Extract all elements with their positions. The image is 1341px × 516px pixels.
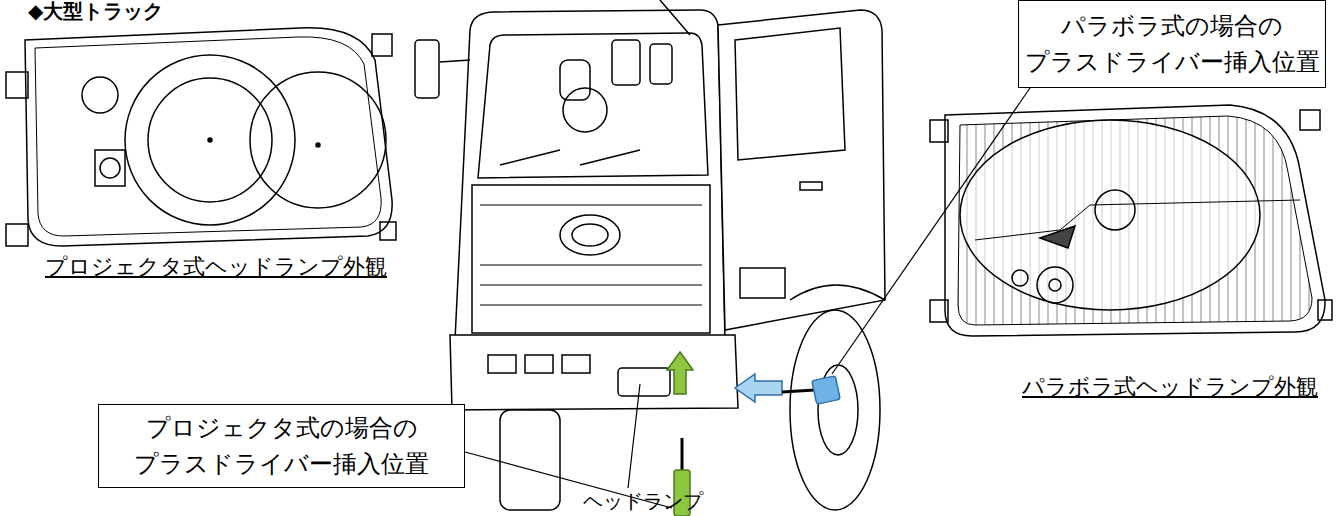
leader-line <box>628 384 640 488</box>
bulb <box>1049 279 1061 291</box>
projector-headlamp <box>6 28 396 246</box>
lens-center <box>208 138 212 142</box>
callout-box: パラボラ式の場合の プラスドライバー挿入位置 <box>1018 0 1326 88</box>
mounting-tab <box>372 34 392 56</box>
callout-box: プロジェクタ式の場合の プラスドライバー挿入位置 <box>98 404 465 488</box>
mounting-tab <box>930 120 948 142</box>
grille <box>472 185 710 333</box>
bumper <box>450 335 738 410</box>
cutoff-line <box>975 200 1300 240</box>
lamp-housing-inner <box>35 37 381 236</box>
lamp-housing <box>25 28 392 246</box>
bulb <box>1095 190 1135 230</box>
high-beam <box>250 72 386 208</box>
projector-lens <box>125 55 295 225</box>
blue-arrow <box>735 374 840 404</box>
seat <box>560 60 590 100</box>
mounting-tab <box>1300 110 1320 130</box>
mounting-tab <box>930 300 948 322</box>
grille-slats <box>480 205 702 305</box>
step <box>740 268 785 298</box>
logo <box>560 215 620 255</box>
fender <box>790 285 885 300</box>
part-label: ヘッドランプ <box>583 488 703 515</box>
leader-lines <box>465 88 1030 508</box>
windshield <box>478 33 708 178</box>
side-window <box>735 28 845 160</box>
fog-lamp <box>525 355 553 373</box>
fog-lamp <box>488 355 516 373</box>
small-lamp <box>82 77 118 113</box>
cab-side <box>718 10 885 330</box>
fog-lamp <box>562 355 590 373</box>
mounting-tab <box>380 222 396 240</box>
callout-text: パラボラ式の場合の プラスドライバー挿入位置 <box>1025 8 1320 80</box>
bulb <box>1037 267 1073 303</box>
screwdriver-shaft <box>681 438 684 472</box>
mounting-tab <box>6 72 28 98</box>
figure-caption: パラボラ式ヘッドランプ外観 <box>1022 372 1318 402</box>
insert-arrow <box>667 352 693 394</box>
lens-center <box>316 143 320 147</box>
mirror <box>650 44 672 84</box>
truck <box>415 0 885 510</box>
reflector <box>960 120 1260 310</box>
wiper <box>500 150 640 165</box>
bulb-socket <box>95 150 125 186</box>
insert-arrow <box>735 374 782 402</box>
mirror <box>612 40 640 85</box>
wheel <box>500 410 560 510</box>
lamp-housing <box>945 105 1325 336</box>
headlamp <box>618 368 670 396</box>
callout-text: プロジェクタ式の場合の プラスドライバー挿入位置 <box>107 410 456 482</box>
parabola-headlamp <box>930 105 1332 336</box>
logo <box>572 224 608 246</box>
mounting-tab <box>6 224 28 246</box>
heading: ◆大型トラック <box>28 0 163 25</box>
wheel <box>790 310 880 510</box>
bulb <box>1012 270 1028 286</box>
steering-wheel <box>563 88 607 132</box>
figure-caption: プロジェクタ式ヘッドランプ外観 <box>45 252 387 282</box>
mirror <box>415 40 439 98</box>
bulb <box>100 158 120 178</box>
screwdriver-shaft <box>782 390 815 392</box>
leader-line <box>832 88 1030 374</box>
mounting-tab <box>1318 300 1332 320</box>
door-handle <box>800 182 822 190</box>
lamp-lens <box>958 116 1312 325</box>
screwdriver-handle <box>812 376 840 404</box>
shade <box>1040 226 1075 248</box>
projector-lens <box>148 78 272 202</box>
cab-front <box>455 10 725 340</box>
